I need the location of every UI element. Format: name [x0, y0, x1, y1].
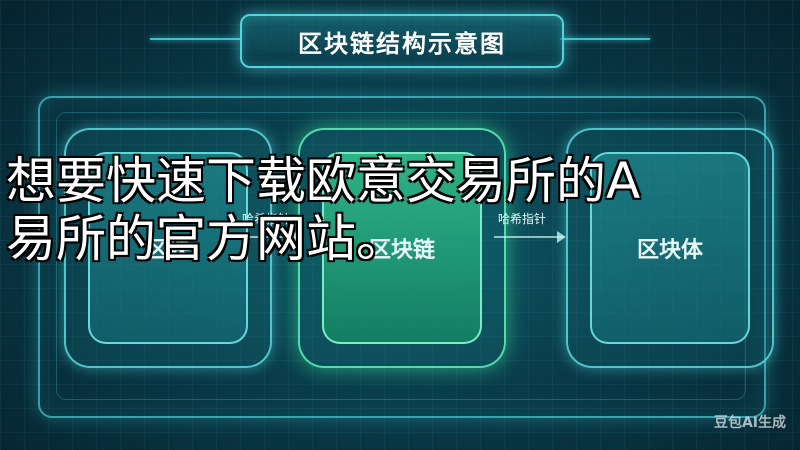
block-node-1: 区块: [64, 128, 272, 368]
title-wing-left: [150, 38, 240, 40]
overlay-text-line-1: 想要快速下载欧意交易所的A: [6, 152, 641, 210]
overlay-text-line-2: 易所的官方网站。: [6, 210, 406, 268]
title-plate: 区块链结构示意图: [240, 14, 564, 68]
arrow-connector-2: [494, 231, 566, 243]
block-node-1-inner: 区块: [88, 152, 248, 344]
block-node-3: 区块体: [566, 128, 774, 368]
block-node-2-label: 区块链: [368, 238, 435, 263]
diagram-frame: [38, 96, 766, 418]
title-wing-right: [560, 38, 650, 40]
diagram-title: 区块链结构示意图: [298, 29, 506, 58]
arrow-connector-1: [230, 231, 302, 243]
arrow-head-2-icon: [557, 231, 566, 243]
overlay-text: 想要快速下载欧意交易所的A 易所的官方网站。: [6, 152, 800, 268]
watermark: 豆包AI生成: [713, 415, 786, 431]
block-node-1-label: 区块: [145, 238, 190, 263]
block-node-3-label: 区块体: [636, 238, 703, 263]
block-node-2: 区块链: [298, 128, 506, 368]
arrow-label-1: 哈希指针: [242, 212, 291, 226]
block-node-3-inner: 区块体: [590, 152, 750, 344]
arrow-head-1-icon: [293, 231, 302, 243]
arrow-label-2: 哈希指针: [498, 212, 547, 226]
block-node-2-inner: 区块链: [322, 152, 482, 344]
